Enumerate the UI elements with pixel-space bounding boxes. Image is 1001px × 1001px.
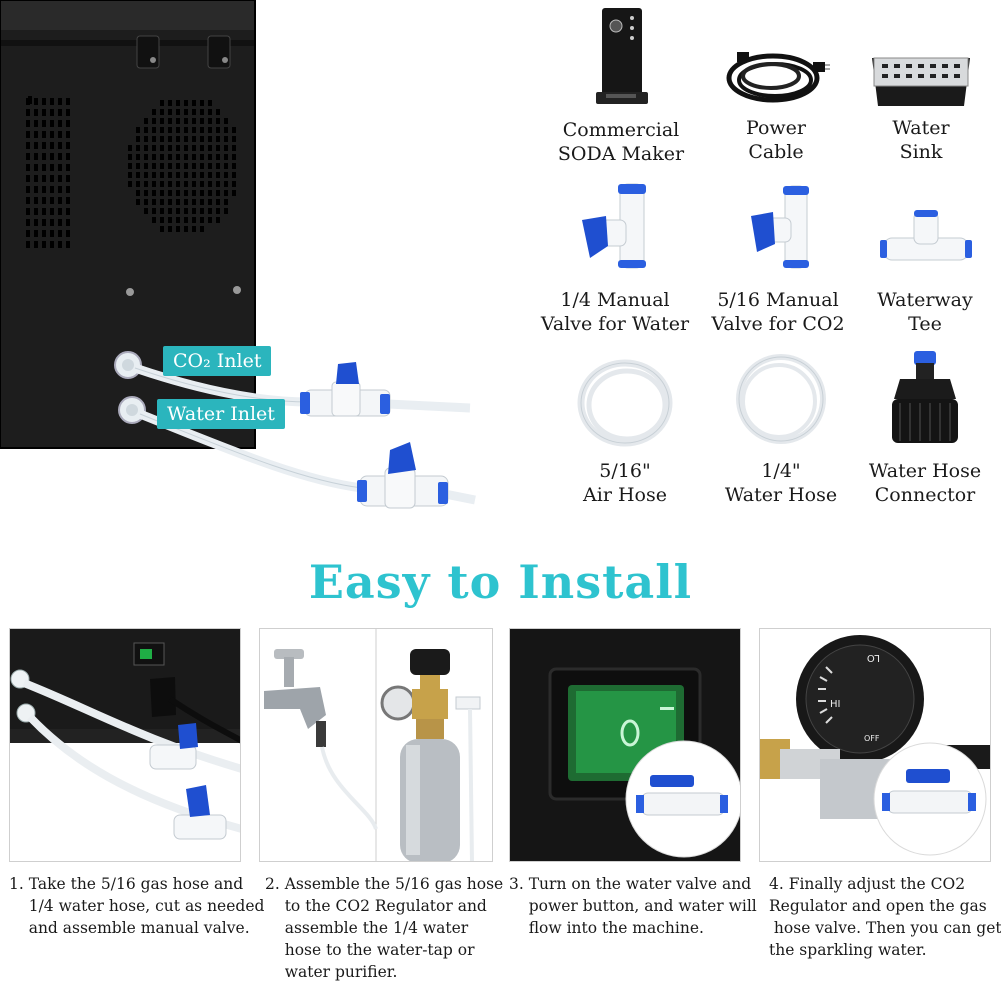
co2-inlet-tag: CO₂ Inlet xyxy=(163,346,272,376)
accessory-label: Valve for Water xyxy=(540,313,690,335)
water-valve-icon xyxy=(560,172,670,282)
water-inlet-tag: Water Inlet xyxy=(157,399,285,429)
tee-fitting-icon xyxy=(870,172,980,282)
accessory-label: Sink xyxy=(899,141,943,163)
step-3-text: 3. Turn on the water valve and power but… xyxy=(509,873,757,939)
accessory-label: Waterway xyxy=(877,289,973,311)
accessory-label: 1/4" xyxy=(761,460,801,482)
step-line: 1. Take the 5/16 gas hose and xyxy=(9,875,244,893)
accessory-label: Water xyxy=(892,117,950,139)
accessory-label: Cable xyxy=(748,141,804,163)
soda-maker-icon xyxy=(566,0,676,110)
accessory-label: Commercial xyxy=(562,119,680,141)
step-line: 3. Turn on the water valve and xyxy=(509,875,752,893)
dial-hi-label: HI xyxy=(830,699,840,710)
step-3-photo xyxy=(509,628,741,862)
step-line: to the CO2 Regulator and xyxy=(265,897,487,915)
step-line: 2. Assemble the 5/16 gas hose xyxy=(265,875,504,893)
accessory-air-hose: 5/16"Air Hose xyxy=(545,343,705,507)
accessory-label: Air Hose xyxy=(583,484,667,506)
step-2-text: 2. Assemble the 5/16 gas hose to the CO2… xyxy=(265,873,505,983)
accessory-label: 5/16" xyxy=(599,460,651,482)
step-line: hose valve. Then you can get xyxy=(769,919,1001,937)
water-hose-icon xyxy=(726,343,836,453)
accessory-label: 5/16 Manual xyxy=(717,289,839,311)
step-4-photo: HI LO OFF xyxy=(759,628,991,862)
step-line: power button, and water will xyxy=(509,897,757,915)
soda-machine-illustration: CO₂ Inlet Water Inlet xyxy=(0,0,560,540)
accessory-label: Water Hose xyxy=(868,460,982,482)
step-2-photo xyxy=(259,628,493,862)
dial-lo-label: LO xyxy=(867,652,880,663)
accessory-label: SODA Maker xyxy=(557,143,685,165)
accessory-label: Power xyxy=(745,117,807,139)
step-line: Regulator and open the gas xyxy=(769,897,987,915)
accessory-label: Connector xyxy=(874,484,976,506)
accessory-water-hose: 1/4"Water Hose xyxy=(701,343,861,507)
power-cable-icon xyxy=(721,0,831,110)
step-line: hose to the water-tap or xyxy=(265,941,475,959)
step-line: assemble the 1/4 water xyxy=(265,919,469,937)
machine-drawing xyxy=(0,0,476,509)
co2-valve-icon xyxy=(723,172,833,282)
accessory-label: Water Hose xyxy=(724,484,838,506)
drip-tray-icon xyxy=(866,0,976,110)
accessory-label: Tee xyxy=(908,313,942,335)
step-line: 1/4 water hose, cut as needed xyxy=(9,897,265,915)
step-line: and assemble manual valve. xyxy=(9,919,250,937)
step-line: the sparkling water. xyxy=(769,941,927,959)
step-4-text: 4. Finally adjust the CO2 Regulator and … xyxy=(769,873,1001,961)
air-hose-icon xyxy=(570,343,680,453)
dial-off-label: OFF xyxy=(864,734,880,743)
hose-connector-icon xyxy=(870,343,980,453)
accessory-label: 1/4 Manual xyxy=(560,289,670,311)
step-line: flow into the machine. xyxy=(509,919,704,937)
step-1-text: 1. Take the 5/16 gas hose and 1/4 water … xyxy=(9,873,265,939)
step-line: 4. Finally adjust the CO2 xyxy=(769,875,966,893)
accessory-label: Valve for CO2 xyxy=(711,313,845,335)
page-title: Easy to Install xyxy=(308,555,693,609)
step-1-photo xyxy=(9,628,241,862)
step-line: water purifier. xyxy=(265,963,398,981)
